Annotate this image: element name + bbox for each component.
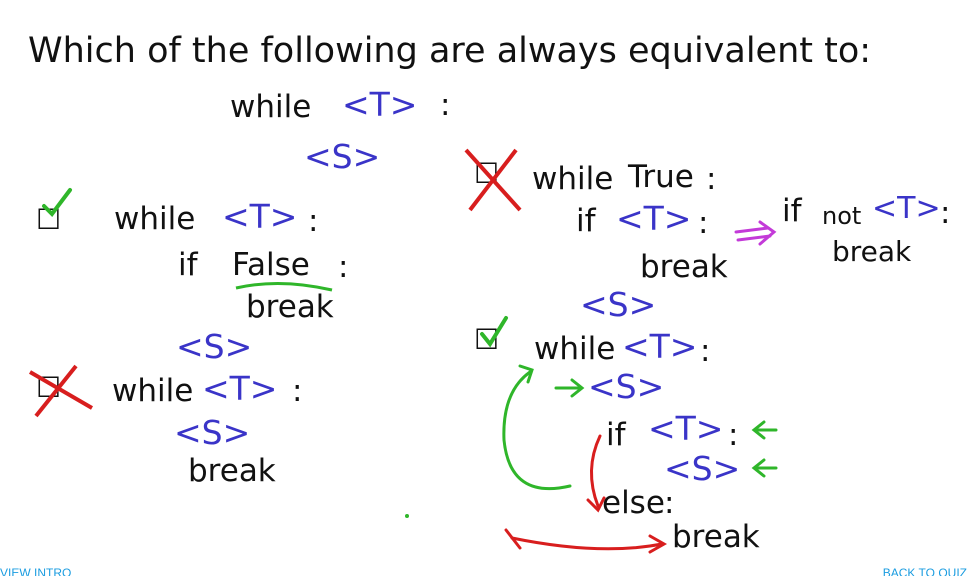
option-d-if-condition: <T> — [648, 409, 724, 448]
option-c-true-keyword: True — [628, 159, 694, 195]
option-c-break-keyword: break — [640, 249, 728, 285]
option-a-if-keyword: if — [178, 247, 198, 283]
option-b-while-keyword: while — [112, 373, 194, 409]
option-c-while-keyword: while — [532, 161, 614, 197]
option-b-break-keyword: break — [188, 453, 276, 489]
option-a-colon: : — [308, 203, 319, 239]
option-c-condition: <T> — [616, 199, 692, 238]
option-d-while-keyword: while — [534, 331, 616, 367]
option-a-condition: <T> — [222, 197, 298, 236]
note-not-keyword: not — [822, 202, 862, 230]
back-to-quiz-link[interactable]: BACK TO QUIZ — [882, 566, 967, 576]
option-c-colon: : — [706, 161, 717, 197]
flow-arrow-body-2-icon — [751, 458, 778, 478]
break-arrow-icon — [504, 528, 668, 554]
option-b-checkbox[interactable]: ☐ — [36, 371, 62, 404]
option-d-body-2: <S> — [664, 449, 741, 488]
question-heading: Which of the following are always equiva… — [28, 31, 872, 71]
note-break-keyword: break — [832, 235, 912, 268]
option-c-if-keyword: if — [576, 203, 596, 239]
orig-condition: <T> — [342, 85, 418, 124]
option-d-else-colon: : — [664, 485, 675, 521]
note-colon: : — [940, 195, 951, 231]
option-d-else-keyword: else — [602, 485, 665, 521]
option-b-body: <S> — [174, 413, 251, 452]
option-a-break-keyword: break — [246, 289, 334, 325]
option-c-body: <S> — [580, 285, 657, 324]
option-d-if-keyword: if — [606, 417, 626, 453]
option-a-while-keyword: while — [114, 201, 196, 237]
note-if-keyword: if — [782, 193, 802, 229]
view-intro-link[interactable]: VIEW INTRO — [0, 566, 72, 576]
option-d-checkbox[interactable]: ☐ — [474, 323, 500, 356]
note-condition: <T> — [872, 191, 941, 226]
option-c-if-colon: : — [698, 205, 709, 241]
stray-dot — [405, 514, 409, 518]
option-a-body: <S> — [176, 327, 253, 366]
flow-arrow-if-icon — [751, 420, 778, 440]
option-b-colon: : — [292, 373, 303, 409]
option-a-if-colon: : — [338, 249, 349, 285]
magenta-arrow-icon — [734, 220, 777, 246]
option-d-condition: <T> — [622, 327, 698, 366]
option-d-body-1: <S> — [588, 367, 665, 406]
option-b-condition: <T> — [202, 369, 278, 408]
option-a-checkbox[interactable]: ☐ — [36, 203, 62, 236]
option-d-break-keyword: break — [672, 519, 760, 555]
option-d-colon: : — [700, 333, 711, 369]
flow-arrow-body-1-icon — [554, 378, 585, 398]
orig-body: <S> — [304, 137, 381, 176]
orig-colon: : — [440, 87, 451, 123]
loop-back-arrow-icon — [502, 364, 572, 491]
option-a-false-keyword: False — [232, 247, 310, 283]
option-c-checkbox[interactable]: ☐ — [474, 157, 500, 190]
option-d-if-colon: : — [728, 417, 739, 453]
orig-while-keyword: while — [230, 89, 312, 125]
